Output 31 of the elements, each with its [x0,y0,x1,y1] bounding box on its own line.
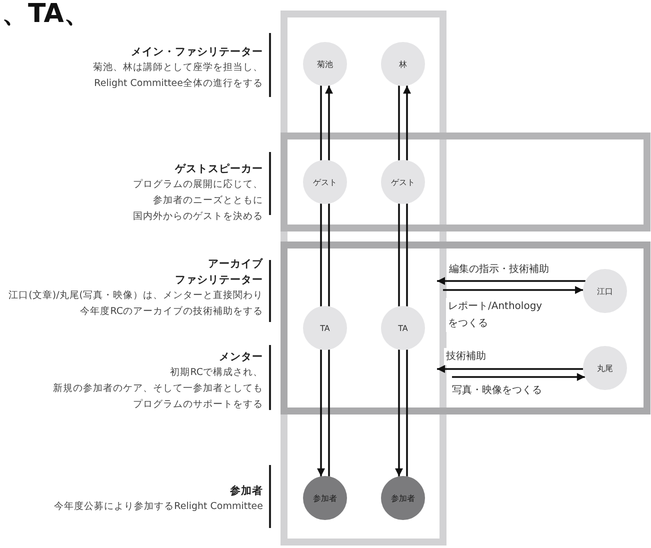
arrow [403,86,411,160]
role-heading: メイン・ファシリテーター [131,45,263,60]
arrow [325,86,333,160]
person-circle: 菊池 [303,42,347,86]
person-circle: ゲスト [303,160,347,204]
role-description: 江口(文章)/丸尾(写真・映像）は、メンターと直接関わり今年度RCのアーカイブの技術補助をする [8,289,263,319]
role-description: プログラムの展開に応じて、参加者のニーズとともに国内外からのゲストを決める [133,178,263,224]
role-heading: メンター [219,350,263,365]
role-description: 今年度公募により参加するRelight Committee [54,500,263,514]
person-circle: 林 [381,42,425,86]
person-circle: 江口 [583,269,627,313]
arrow [437,277,586,285]
role-heading: 参加者 [230,484,263,499]
person-circle: TA [381,306,425,350]
person-circle: 丸尾 [583,346,627,390]
role-description: 菊池、林は講師として座学を担当し、Relight Committee全体の進行をする [93,61,263,91]
arrow [443,286,584,294]
role-heading: アーカイブファシリテーター [175,257,263,288]
edge-label: 技術補助 [444,348,488,365]
heading: 、TA、 [2,0,90,31]
arrow [437,365,584,373]
arrow [395,350,403,476]
person-circle: 参加者 [303,476,347,520]
arrow [317,350,325,476]
person-circle: TA [303,306,347,350]
person-circle: ゲスト [381,160,425,204]
person-circle: 参加者 [381,476,425,520]
role-heading: ゲストスピーカー [175,162,263,177]
edge-label: レポート/Anthologyをつくる [446,298,544,332]
role-description: 初期RCで構成され、新規の参加者のケア、そして一参加者としてもプログラムのサポートをする [53,366,263,412]
arrow [452,373,585,381]
